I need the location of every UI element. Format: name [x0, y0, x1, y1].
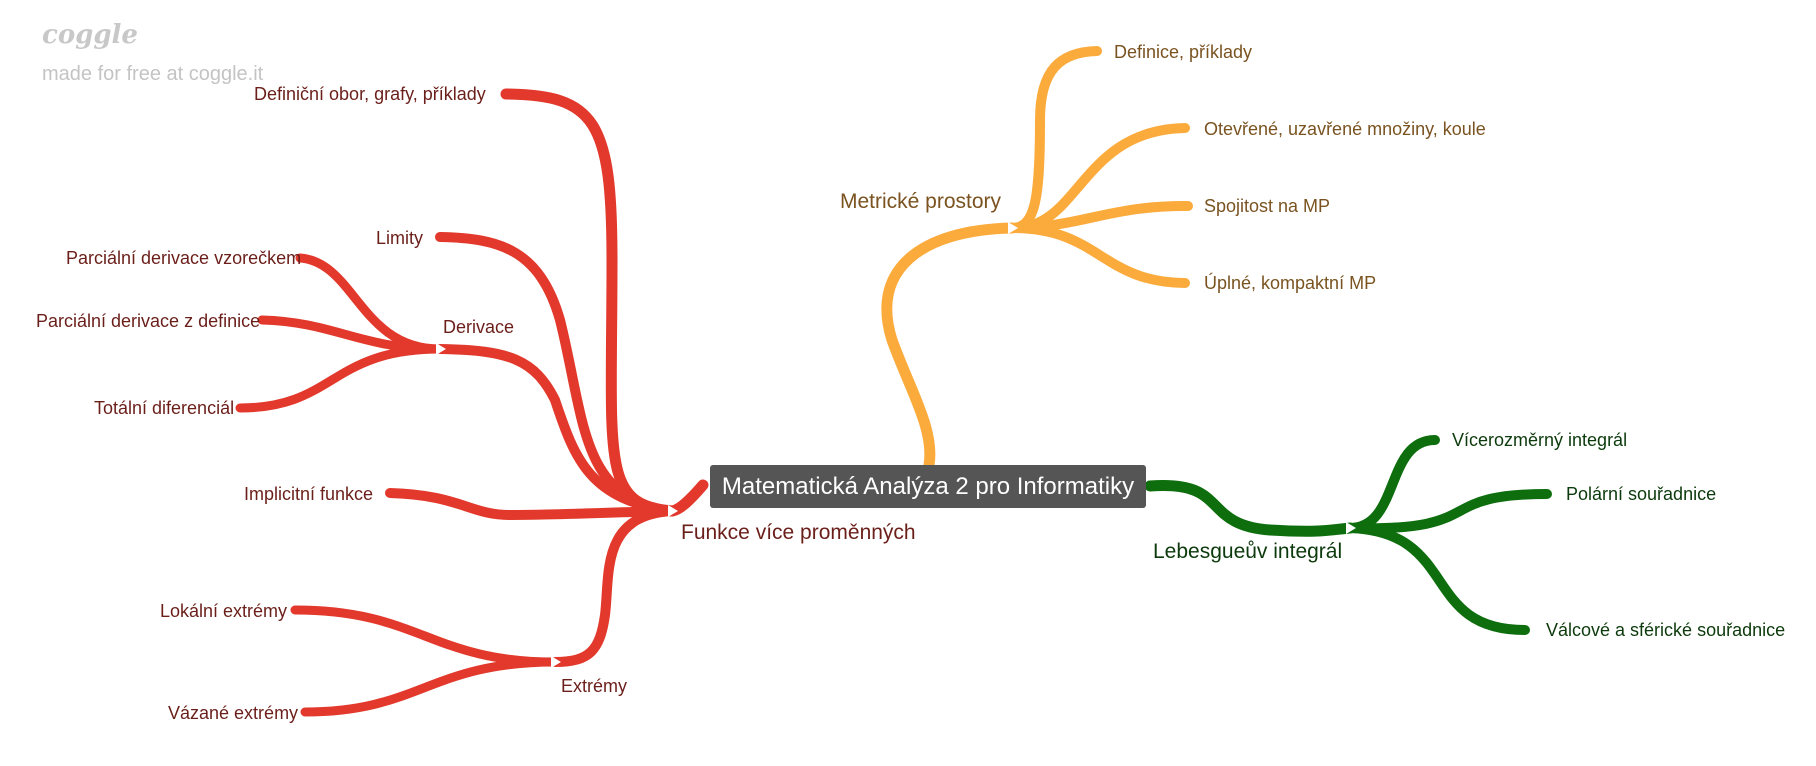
- edge-lokalni: [290, 605, 560, 667]
- edge-totalni: [235, 344, 445, 413]
- node-vazane[interactable]: Vázané extrémy: [168, 703, 299, 723]
- node-def-derivace[interactable]: Parciální derivace z definice: [36, 311, 261, 331]
- node-vicerozmerny[interactable]: Vícerozměrný integrál: [1452, 430, 1628, 450]
- edge-valcove: [1345, 523, 1530, 635]
- node-vzorec[interactable]: Parciální derivace vzorečkem: [66, 248, 302, 268]
- marker-extremy: [551, 656, 561, 668]
- orange-branch-group: [881, 46, 1193, 471]
- node-extremy[interactable]: Extrémy: [561, 676, 628, 696]
- node-implicitni[interactable]: Implicitní funkce: [244, 484, 374, 504]
- edge-mp-definice: [1007, 46, 1102, 233]
- edge-vzorec: [295, 253, 445, 354]
- coggle-logo: coggle: [42, 20, 138, 50]
- edge-uplne: [1007, 223, 1190, 288]
- red-branch-group: [235, 88, 709, 717]
- node-spojitost[interactable]: Spojitost na MP: [1204, 196, 1331, 216]
- node-definicni[interactable]: Definiční obor, grafy, příklady: [254, 84, 486, 104]
- edge-vazane: [300, 657, 560, 717]
- node-derivace[interactable]: Derivace: [443, 317, 515, 337]
- marker-metricke: [1008, 222, 1018, 234]
- green-branch-group: [1144, 435, 1552, 635]
- marker-funkce: [668, 505, 678, 517]
- edge-metricke: [881, 222, 1018, 471]
- edge-lebesgue: [1144, 479, 1356, 537]
- node-lebesgue[interactable]: Lebesgueův integrál: [1153, 540, 1343, 563]
- node-totalni[interactable]: Totální diferenciál: [94, 398, 235, 418]
- node-otevrene[interactable]: Otevřené, uzavřené množiny, koule: [1204, 119, 1486, 139]
- center-node-label: Matematická Analýza 2 pro Informatiky: [721, 472, 1135, 500]
- node-metricke[interactable]: Metrické prostory: [840, 190, 1002, 213]
- node-limity[interactable]: Limity: [376, 228, 424, 248]
- edge-spojitost: [1007, 200, 1193, 233]
- node-lokalni[interactable]: Lokální extrémy: [160, 601, 288, 621]
- edge-funkce: [666, 479, 709, 517]
- edge-def-derivace: [257, 315, 445, 354]
- marker-derivace: [436, 343, 446, 355]
- marker-lebesgue: [1346, 522, 1356, 534]
- edge-implicitni: [385, 488, 677, 521]
- node-valcove[interactable]: Válcové a sférické souřadnice: [1546, 620, 1786, 640]
- edge-derivace: [435, 344, 677, 516]
- edge-limity: [435, 232, 677, 516]
- node-funkce[interactable]: Funkce více proměnných: [681, 521, 916, 544]
- edge-extremy: [550, 506, 677, 667]
- node-polarni[interactable]: Polární souřadnice: [1566, 484, 1717, 504]
- center-node[interactable]: Matematická Analýza 2 pro Informatiky: [710, 465, 1146, 508]
- edge-polarni: [1345, 489, 1552, 534]
- node-uplne[interactable]: Úplné, kompaktní MP: [1204, 273, 1377, 293]
- coggle-tagline: made for free at coggle.it: [42, 63, 264, 85]
- node-marker-group: [436, 222, 1356, 668]
- node-mp-definice[interactable]: Definice, příklady: [1114, 42, 1253, 62]
- edge-vicerozmerny: [1345, 435, 1440, 533]
